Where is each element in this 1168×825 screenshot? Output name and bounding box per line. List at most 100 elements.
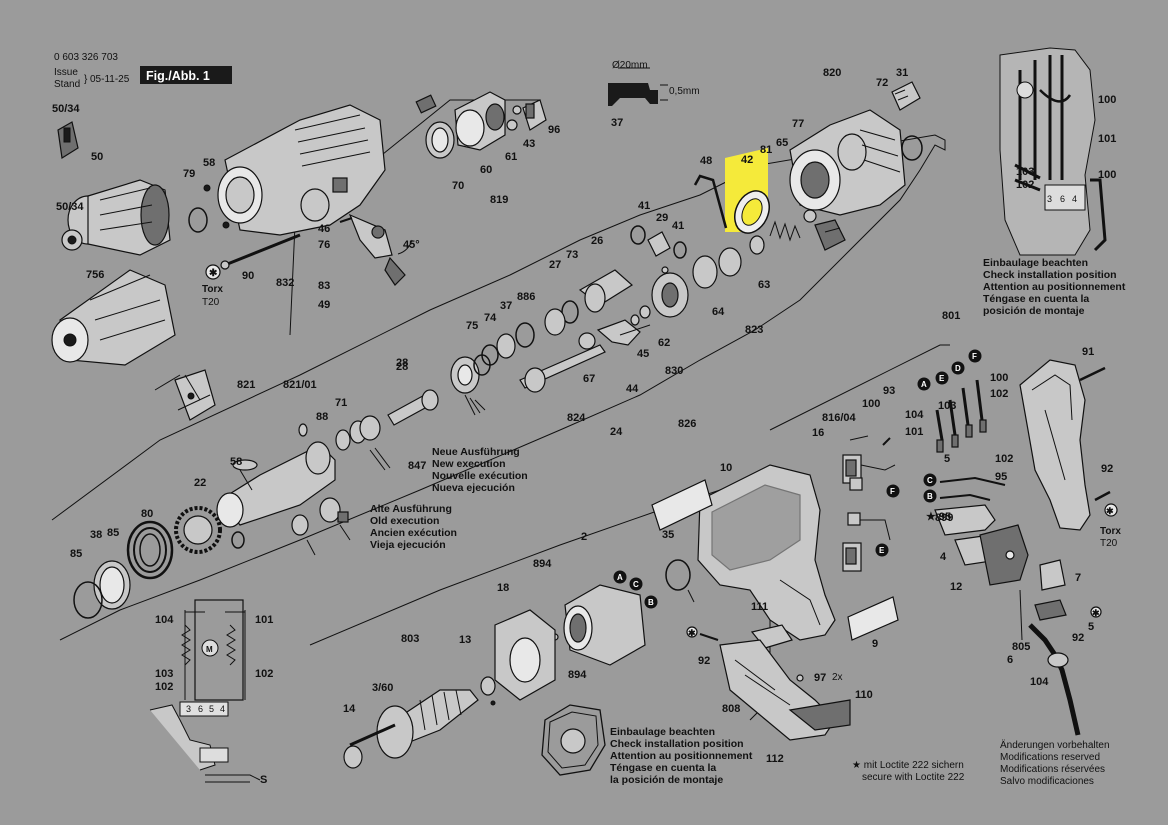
callout-808: 808 <box>722 703 740 715</box>
torx-size-left: T20 <box>202 297 220 308</box>
lever-assembly <box>339 213 413 286</box>
callout-3-60: 3/60 <box>372 682 393 694</box>
svg-text:Änderungen vorbehalten: Änderungen vorbehalten <box>1000 739 1110 751</box>
callout-830: 830 <box>665 365 683 377</box>
part-number: 0 603 326 703 <box>54 52 118 63</box>
clip-48 <box>693 174 728 229</box>
letter-f: F <box>972 352 977 361</box>
callout-104: 104 <box>155 614 174 626</box>
callout-24: 24 <box>610 426 623 438</box>
callout-45-: 45° <box>403 239 420 251</box>
terminal-5: 5 <box>209 704 214 714</box>
callout-5: 5 <box>944 453 950 465</box>
callout-801: 801 <box>942 310 960 322</box>
callout-37: 37 <box>500 300 512 312</box>
letter-f-circle <box>886 484 900 498</box>
spring-parts <box>769 209 846 251</box>
callout-77: 77 <box>792 118 804 130</box>
callout-6: 6 <box>1007 654 1013 666</box>
callout-886: 886 <box>517 291 535 303</box>
svg-text:✱: ✱ <box>1092 608 1100 618</box>
callout-92: 92 <box>698 655 710 667</box>
ring-35 <box>665 559 691 591</box>
letter-e-circle <box>875 543 889 557</box>
callout-42: 42 <box>741 154 753 166</box>
motor-housing-10 <box>697 464 836 641</box>
callout-49: 49 <box>318 299 330 311</box>
torx-label-right: Torx <box>1100 526 1121 537</box>
letter-a: A <box>921 380 927 389</box>
chuck-assembly: ✱ <box>51 121 301 366</box>
callout-18: 18 <box>497 582 509 594</box>
callout-820: 820 <box>823 67 841 79</box>
letter-b-circle <box>644 595 658 609</box>
callout-62: 62 <box>658 337 670 349</box>
callout-5: 5 <box>1088 621 1094 633</box>
callout-41: 41 <box>672 220 684 232</box>
callout-26: 26 <box>591 235 603 247</box>
callout-27: 27 <box>549 259 561 271</box>
callout-91: 91 <box>1082 346 1094 358</box>
callout-805: 805 <box>1012 641 1030 653</box>
callout-100: 100 <box>1098 94 1116 106</box>
svg-text:Alte Ausführung: Alte Ausführung <box>370 503 452 515</box>
callout-103: 103 <box>155 668 173 680</box>
callout-45: 45 <box>637 348 649 360</box>
callout-9: 9 <box>872 638 878 650</box>
callout-13: 13 <box>459 634 471 646</box>
callout-826: 826 <box>678 418 696 430</box>
callout-894: 894 <box>568 669 587 681</box>
callout-819: 819 <box>490 194 508 206</box>
svg-text:Modifications réservées: Modifications réservées <box>1000 764 1105 775</box>
callout-97: 97 <box>814 672 826 684</box>
callout-92: 92 <box>1072 632 1084 644</box>
svg-text:Neue Ausführung: Neue Ausführung <box>432 446 520 458</box>
svg-text:Einbaulage beachten: Einbaulage beachten <box>983 257 1088 269</box>
callout-85: 85 <box>107 527 119 539</box>
callout-22: 22 <box>194 477 206 489</box>
svg-text:Check installation position: Check installation position <box>610 738 744 750</box>
callout-816-04: 816/04 <box>822 412 857 424</box>
callout-92: 92 <box>1101 463 1113 475</box>
callout-2: 2 <box>581 531 587 543</box>
svg-text:posición de montaje: posición de montaje <box>983 305 1085 317</box>
svg-text:Attention au positionnement: Attention au positionnement <box>983 281 1126 293</box>
housing-body <box>217 104 386 236</box>
callout-4: 4 <box>940 551 947 563</box>
callout-50-34: 50/34 <box>52 103 80 115</box>
callout-93: 93 <box>883 385 895 397</box>
figure-label-box <box>140 66 232 84</box>
letter-f-circle <box>968 349 982 363</box>
letter-e: E <box>879 546 885 555</box>
svg-text:Modifications reserved: Modifications reserved <box>1000 752 1100 763</box>
svg-text:✱: ✱ <box>209 268 218 279</box>
callout-35: 35 <box>662 529 674 541</box>
callout-85: 85 <box>70 548 82 560</box>
brace: } <box>84 74 88 85</box>
callout-102: 102 <box>255 668 273 680</box>
callout-64: 64 <box>712 306 725 318</box>
part-821-block <box>174 369 216 421</box>
armature <box>343 689 479 769</box>
callout-73: 73 <box>566 249 578 261</box>
letter-a-circle <box>613 570 627 584</box>
callout-46: 46 <box>318 223 330 235</box>
bearing-parts-top <box>415 91 547 159</box>
callout-76: 76 <box>318 239 330 251</box>
letter-a-circle <box>917 377 931 391</box>
drive-parts-middle <box>387 225 765 426</box>
callout-63: 63 <box>758 279 770 291</box>
letter-c: C <box>927 476 933 485</box>
callout-824: 824 <box>567 412 586 424</box>
note-new-execution: Neue Ausführung New execution Nouvelle e… <box>432 446 528 494</box>
callout-823: 823 <box>745 324 763 336</box>
svg-text:Old execution: Old execution <box>370 515 439 527</box>
callout-102: 102 <box>1016 179 1034 191</box>
callout-104: 104 <box>905 409 924 421</box>
letter-e-circle <box>935 371 949 385</box>
callout-101: 101 <box>1098 133 1116 145</box>
callout-70: 70 <box>452 180 464 192</box>
callout-71: 71 <box>335 397 347 409</box>
svg-text:S: S <box>260 774 267 786</box>
callout-43: 43 <box>523 138 535 150</box>
